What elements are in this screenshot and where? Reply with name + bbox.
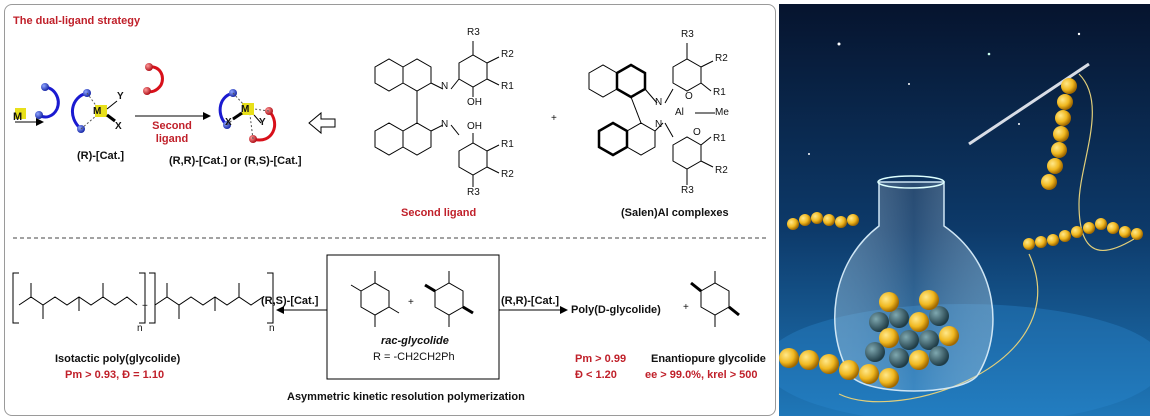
ligand-oh-top: OH: [467, 97, 482, 108]
metal-label: M: [13, 111, 23, 123]
complex-1: [71, 89, 118, 133]
salen-al-structure: [588, 43, 715, 185]
complex1-x-label: X: [115, 121, 122, 132]
rs-cat-label: (R,S)-[Cat.]: [261, 295, 319, 307]
bead-chain-right: [1023, 218, 1143, 250]
ligand-r2-top: R2: [501, 49, 514, 60]
ligand-r1-bottom: R1: [501, 139, 514, 150]
second-ligand-caption: Second ligand: [401, 207, 477, 219]
salen-r1-top: R1: [713, 87, 726, 98]
rr-cat-label: (R,R)-[Cat.]: [501, 295, 560, 307]
complex1-caption: (R)-[Cat.]: [77, 150, 125, 162]
poly-dispersity: Đ < 1.20: [575, 369, 617, 381]
rac-plus: +: [408, 297, 414, 308]
needle: [968, 62, 1090, 146]
scheme-title: The dual-ligand strategy: [13, 15, 141, 27]
rac-glycolide-box: [326, 254, 500, 380]
salen-r3-top: R3: [681, 29, 694, 40]
complex-2: [218, 89, 276, 143]
poly-d-plus: +: [683, 302, 689, 313]
bead-chain-left: [787, 212, 859, 230]
ligand-r3-top: R3: [467, 27, 480, 38]
salen-r2-bottom: R2: [715, 165, 728, 176]
ligand-r3-bottom: R3: [467, 187, 480, 198]
salen-n-top: N: [655, 97, 663, 108]
enantiopure-caption: Enantiopure glycolide: [651, 353, 766, 365]
isotactic-stats: Pm > 0.93, Đ = 1.10: [65, 369, 165, 381]
poly-n-2: n: [269, 323, 275, 334]
hollow-arrow: [308, 111, 336, 135]
complex2-y-label: Y: [259, 117, 266, 128]
salen-o-bottom: O: [693, 127, 701, 138]
complex1-y-label: Y: [117, 91, 124, 102]
ligand-plus: +: [551, 113, 557, 124]
ligand-r2-bottom: R2: [501, 169, 514, 180]
salen-caption: (Salen)Al complexes: [621, 207, 729, 219]
poly-plus: +: [142, 301, 148, 312]
salen-al: Al: [675, 107, 684, 118]
salen-r2-top: R2: [715, 53, 728, 64]
rac-label: rac-glycolide: [381, 335, 449, 347]
rac-r-definition: R = -CH2CH2Ph: [373, 351, 455, 363]
enantiopure-glycolide-structure: [690, 271, 740, 327]
isotactic-polymer: [12, 272, 274, 324]
footer-caption: Asymmetric kinetic resolution polymeriza…: [287, 391, 525, 403]
poly-n-1: n: [137, 323, 143, 334]
poly-d-label: Poly(D-glycolide): [571, 304, 661, 316]
complex2-x-label: X: [225, 117, 232, 128]
salen-r1-bottom: R1: [713, 133, 726, 144]
ligand-r1-top: R1: [501, 81, 514, 92]
bead-chain-bottom: [779, 348, 899, 388]
metal-square: [15, 108, 26, 119]
blue-ligand: [38, 85, 60, 119]
ligand-n-top: N: [441, 81, 449, 92]
poly-pm: Pm > 0.99: [575, 353, 627, 365]
bead-chain-top: [1041, 78, 1077, 190]
salen-n-bottom: N: [655, 119, 663, 130]
flask-beads-illustration: [779, 4, 1150, 416]
complex2-caption: (R,R)-[Cat.] or (R,S)-[Cat.]: [169, 155, 302, 167]
enantiopure-stats: ee > 99.0%, krel > 500: [645, 369, 758, 381]
ligand-oh-bottom: OH: [467, 121, 482, 132]
scheme-panel: The dual-ligand strategy M M Y X (R)-[Ca…: [4, 4, 776, 416]
flask-beads: [865, 290, 959, 370]
scheme-diagram: [12, 41, 767, 380]
second-ligand-arrow-label: Second ligand: [152, 120, 192, 145]
complex1-metal-label: M: [93, 106, 102, 117]
second-ligand-structure: [374, 41, 500, 187]
salen-o-top: O: [685, 91, 693, 102]
isotactic-caption: Isotactic poly(glycolide): [55, 353, 181, 365]
rac-glycolide-structures: [350, 271, 474, 327]
salen-r3-bottom: R3: [681, 185, 694, 196]
illustration-panel: [779, 4, 1150, 416]
ligand-n-bottom: N: [441, 119, 449, 130]
salen-me: Me: [715, 107, 729, 118]
complex2-metal-label: M: [241, 104, 250, 115]
